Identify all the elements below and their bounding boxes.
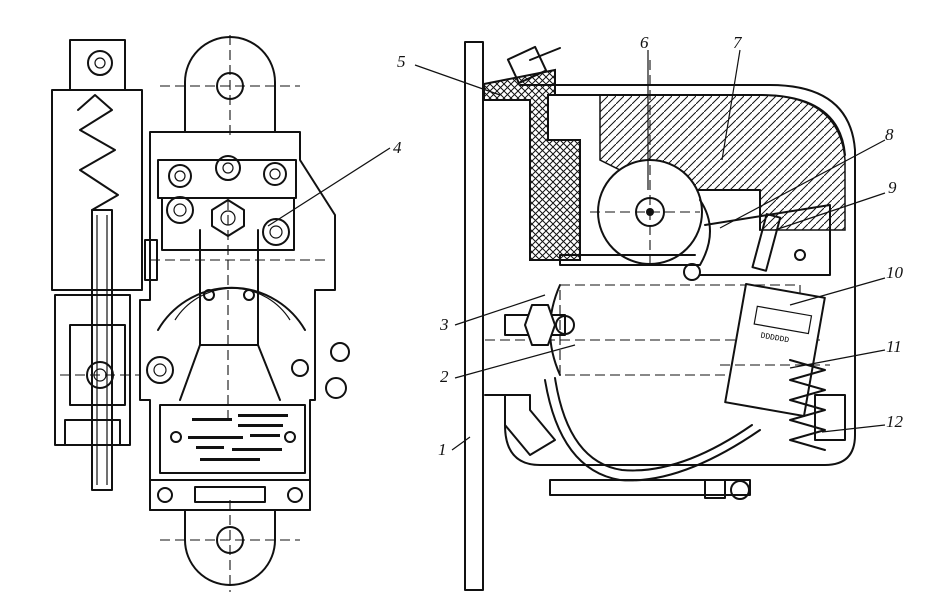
section-view: DDDDDD xyxy=(464,41,856,591)
callout-2: 2 xyxy=(440,367,449,386)
pivot-disc xyxy=(590,60,703,265)
callout-7: 7 xyxy=(733,33,743,52)
callout-9: 9 xyxy=(888,178,897,197)
callout-8: 8 xyxy=(885,125,894,144)
callout-5: 5 xyxy=(397,52,406,71)
callout-12: 12 xyxy=(886,412,904,431)
leader-7 xyxy=(721,49,741,161)
return-spring xyxy=(789,359,846,451)
callout-3: 3 xyxy=(439,315,449,334)
wire-resistor-assembly xyxy=(51,39,158,491)
resistor-block: DDDDDD xyxy=(720,282,830,418)
leader-10 xyxy=(789,277,886,306)
lower-bracket xyxy=(484,394,556,456)
callout-labels: 4 5 6 7 8 9 10 11 12 3 2 1 xyxy=(393,33,904,459)
insulator-bracket xyxy=(483,68,581,261)
callout-10: 10 xyxy=(886,263,904,282)
leader-9 xyxy=(774,192,886,231)
callout-6: 6 xyxy=(640,33,649,52)
nameplate-text-lines xyxy=(188,414,288,461)
front-view xyxy=(51,35,350,592)
mounting-stud xyxy=(504,304,575,346)
leader-8 xyxy=(719,139,886,229)
top-terminal-screw xyxy=(506,45,561,85)
leader-4 xyxy=(267,147,391,227)
callout-4: 4 xyxy=(393,138,402,157)
callout-1: 1 xyxy=(438,440,447,459)
armature-lever xyxy=(559,199,711,266)
contact-arm xyxy=(699,204,831,276)
bottom-mounting-lug xyxy=(160,500,300,592)
bottom-base-screw xyxy=(549,479,751,500)
callout-11: 11 xyxy=(886,337,902,356)
leader-2 xyxy=(454,344,576,379)
leader-12 xyxy=(821,424,886,433)
leader-3 xyxy=(454,294,546,326)
callout-leaders xyxy=(267,49,886,451)
leader-11 xyxy=(789,349,886,369)
top-mounting-lug xyxy=(160,35,300,140)
relay-body-front xyxy=(139,131,350,511)
leader-5 xyxy=(414,64,501,96)
leader-1 xyxy=(451,436,471,451)
